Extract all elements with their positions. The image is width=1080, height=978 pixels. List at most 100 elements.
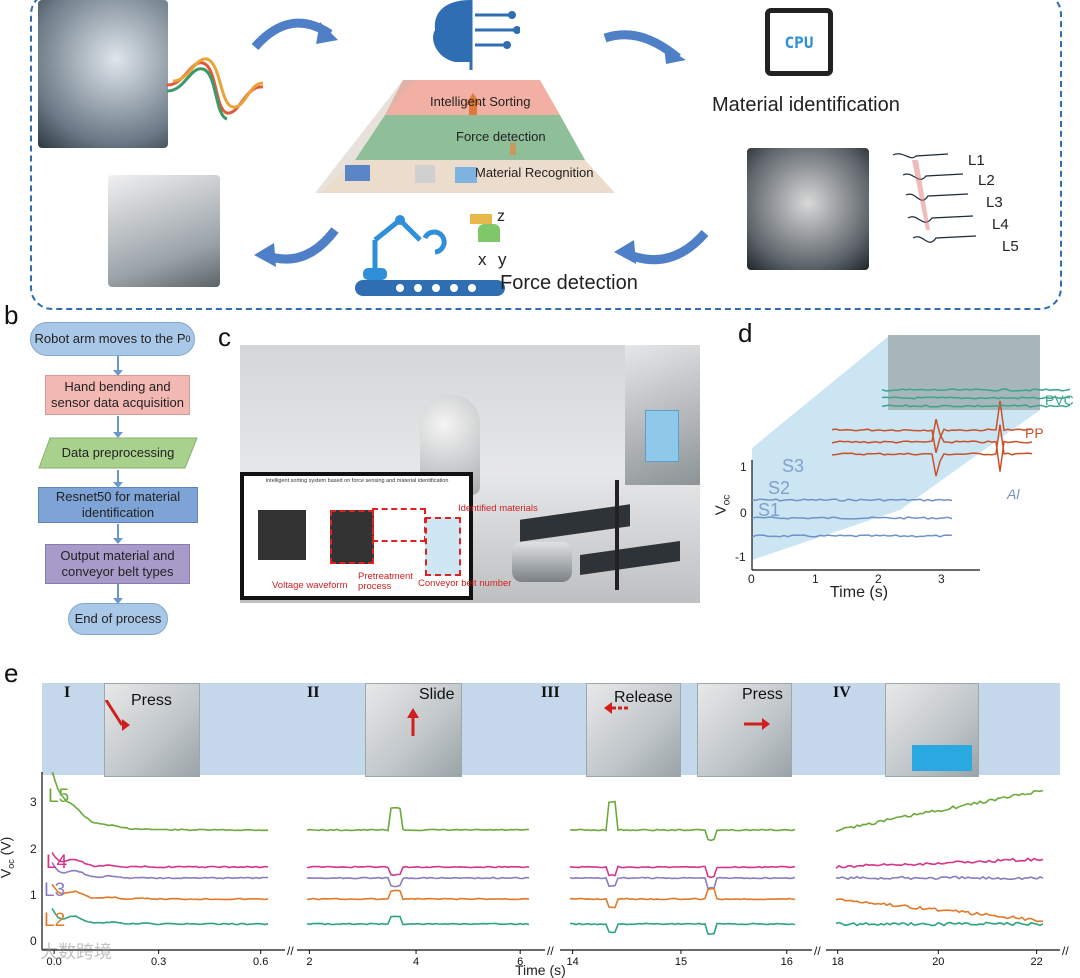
flow-step-2-text: Hand bending and sensor data acquisition (51, 379, 184, 410)
sorting-line-image (108, 175, 220, 287)
e-xlabel: Time (s) (515, 962, 566, 978)
d-xtick-1: 1 (812, 572, 819, 586)
flow-step-6-text: End of process (74, 611, 162, 626)
e-label-l5: L5 (48, 786, 70, 807)
d-trace (831, 424, 1033, 477)
d-trace (881, 404, 1070, 408)
e-trace-l3 (569, 876, 796, 890)
pretreatment-box (372, 508, 426, 542)
e-ytick-2: 2 (30, 842, 37, 856)
pretreatment-callout: Pretreatment process (358, 571, 413, 592)
d-ylabel: Voc (712, 495, 732, 516)
e-trace-l1 (51, 907, 269, 926)
d-ytick-1: 1 (740, 460, 747, 474)
e-trace-l4 (306, 865, 530, 877)
e-ytick-1: 1 (30, 888, 37, 902)
robot-schematic-icon (355, 215, 505, 296)
e-x-tick-label: 6 (517, 956, 523, 968)
panel-e-letter: e (4, 658, 19, 688)
flow-step-1-sub: 0 (185, 334, 191, 344)
flow-step-4: Resnet50 for material identification (38, 487, 198, 523)
conveyor-callout: Conveyor belt number (418, 578, 512, 589)
d-xtick-3: 3 (938, 572, 945, 586)
d-ylabel-sub: oc (721, 494, 733, 506)
stage-photo-2 (365, 683, 462, 777)
action-press-1: Press (131, 692, 172, 709)
stand-pole (615, 480, 619, 590)
watermark: 大数跨境 (40, 942, 112, 962)
waveform-icon (166, 57, 264, 121)
d-xlabel: Time (s) (830, 584, 889, 601)
pyramid-top-label: Intelligent Sorting (430, 94, 531, 109)
monitor-title: Intelligent sorting system based on forc… (265, 478, 449, 484)
e-ytick-3: 3 (30, 795, 37, 809)
d-trace (881, 396, 1070, 400)
d-label-pvc: PVC (1045, 392, 1074, 408)
e-x-tick-label: 0.6 (253, 956, 268, 968)
axis-break: // (547, 944, 554, 958)
e-trace-l3 (51, 861, 268, 880)
e-ylabel-unit: (V) (0, 836, 14, 856)
flow-step-6: End of process (68, 603, 168, 635)
pyramid-bottom-label: Material Recognition (475, 165, 594, 180)
e-x-tick-label: 18 (832, 956, 844, 968)
sensor-block-icon (478, 224, 500, 242)
e-x-tick-label: 4 (413, 956, 419, 968)
d-xtick-0: 0 (748, 572, 755, 586)
e-trace-l3 (835, 875, 1044, 881)
flow-step-5-text: Output material and conveyor belt types (60, 548, 175, 579)
e-label-l2: L2 (44, 910, 66, 931)
identified-box (425, 517, 461, 576)
e-trace-l1 (306, 915, 530, 926)
e-trace-l5 (835, 789, 1044, 833)
e-x-tick-label: 20 (932, 956, 944, 968)
d-trace (831, 400, 1033, 453)
signal-label-l3: L3 (986, 194, 1003, 211)
e-trace-l2 (51, 883, 269, 901)
e-trace-l1 (569, 922, 796, 935)
signal-label-l4: L4 (992, 216, 1009, 233)
robot-hand-shape (512, 542, 572, 582)
action-arrows (104, 700, 770, 736)
flow-step-3: Data preprocessing (40, 437, 196, 469)
voltage-plots (258, 510, 306, 560)
flow-step-3-text: Data preprocessing (61, 445, 175, 460)
stage-photo-3 (586, 683, 681, 777)
e-trace-l1 (835, 921, 1044, 927)
d-ytick-m1: -1 (735, 550, 746, 564)
action-press-2: Press (742, 686, 783, 703)
e-trace-l3 (306, 876, 530, 888)
e-ylabel-sub: oc (6, 859, 17, 869)
axis-x-label: x (478, 250, 487, 269)
flow-arrow-4 (254, 227, 339, 267)
signal-label-l5: L5 (1002, 238, 1019, 255)
e-x-tick-label: 2 (306, 956, 312, 968)
e-trace-l4 (569, 865, 796, 879)
e-x-tick-label: 0.3 (151, 956, 166, 968)
e-label-l4: L4 (46, 852, 68, 873)
flow-step-2: Hand bending and sensor data acquisition (45, 375, 190, 415)
d-trace (751, 534, 953, 538)
action-release: Release (614, 689, 673, 706)
d-ytick-0: 0 (740, 506, 747, 520)
inset-beaker (645, 410, 679, 462)
d-ylabel-v: V (712, 505, 730, 516)
e-trace-l2 (569, 887, 796, 909)
pyramid-middle-label: Force detection (456, 129, 546, 144)
signal-label-l2: L2 (978, 172, 995, 189)
e-label-l3: L3 (44, 880, 66, 901)
axis-break: // (287, 944, 294, 958)
d-trace (881, 388, 1070, 392)
e-trace-l2 (835, 898, 1044, 923)
e-trace-l2 (306, 889, 530, 901)
e-x-tick-label: 0.0 (47, 956, 62, 968)
blue-liquid (912, 745, 972, 771)
d-trace (831, 418, 1033, 472)
voltage-plots-2 (330, 510, 374, 564)
stage-iv: IV (833, 684, 851, 701)
e-x-tick-label: 22 (1030, 956, 1042, 968)
force-detection-label: Force detection (500, 272, 638, 294)
e-trace-l4 (51, 851, 269, 869)
d-label-pp: PP (1025, 425, 1044, 441)
signal-label-l1: L1 (968, 152, 985, 169)
